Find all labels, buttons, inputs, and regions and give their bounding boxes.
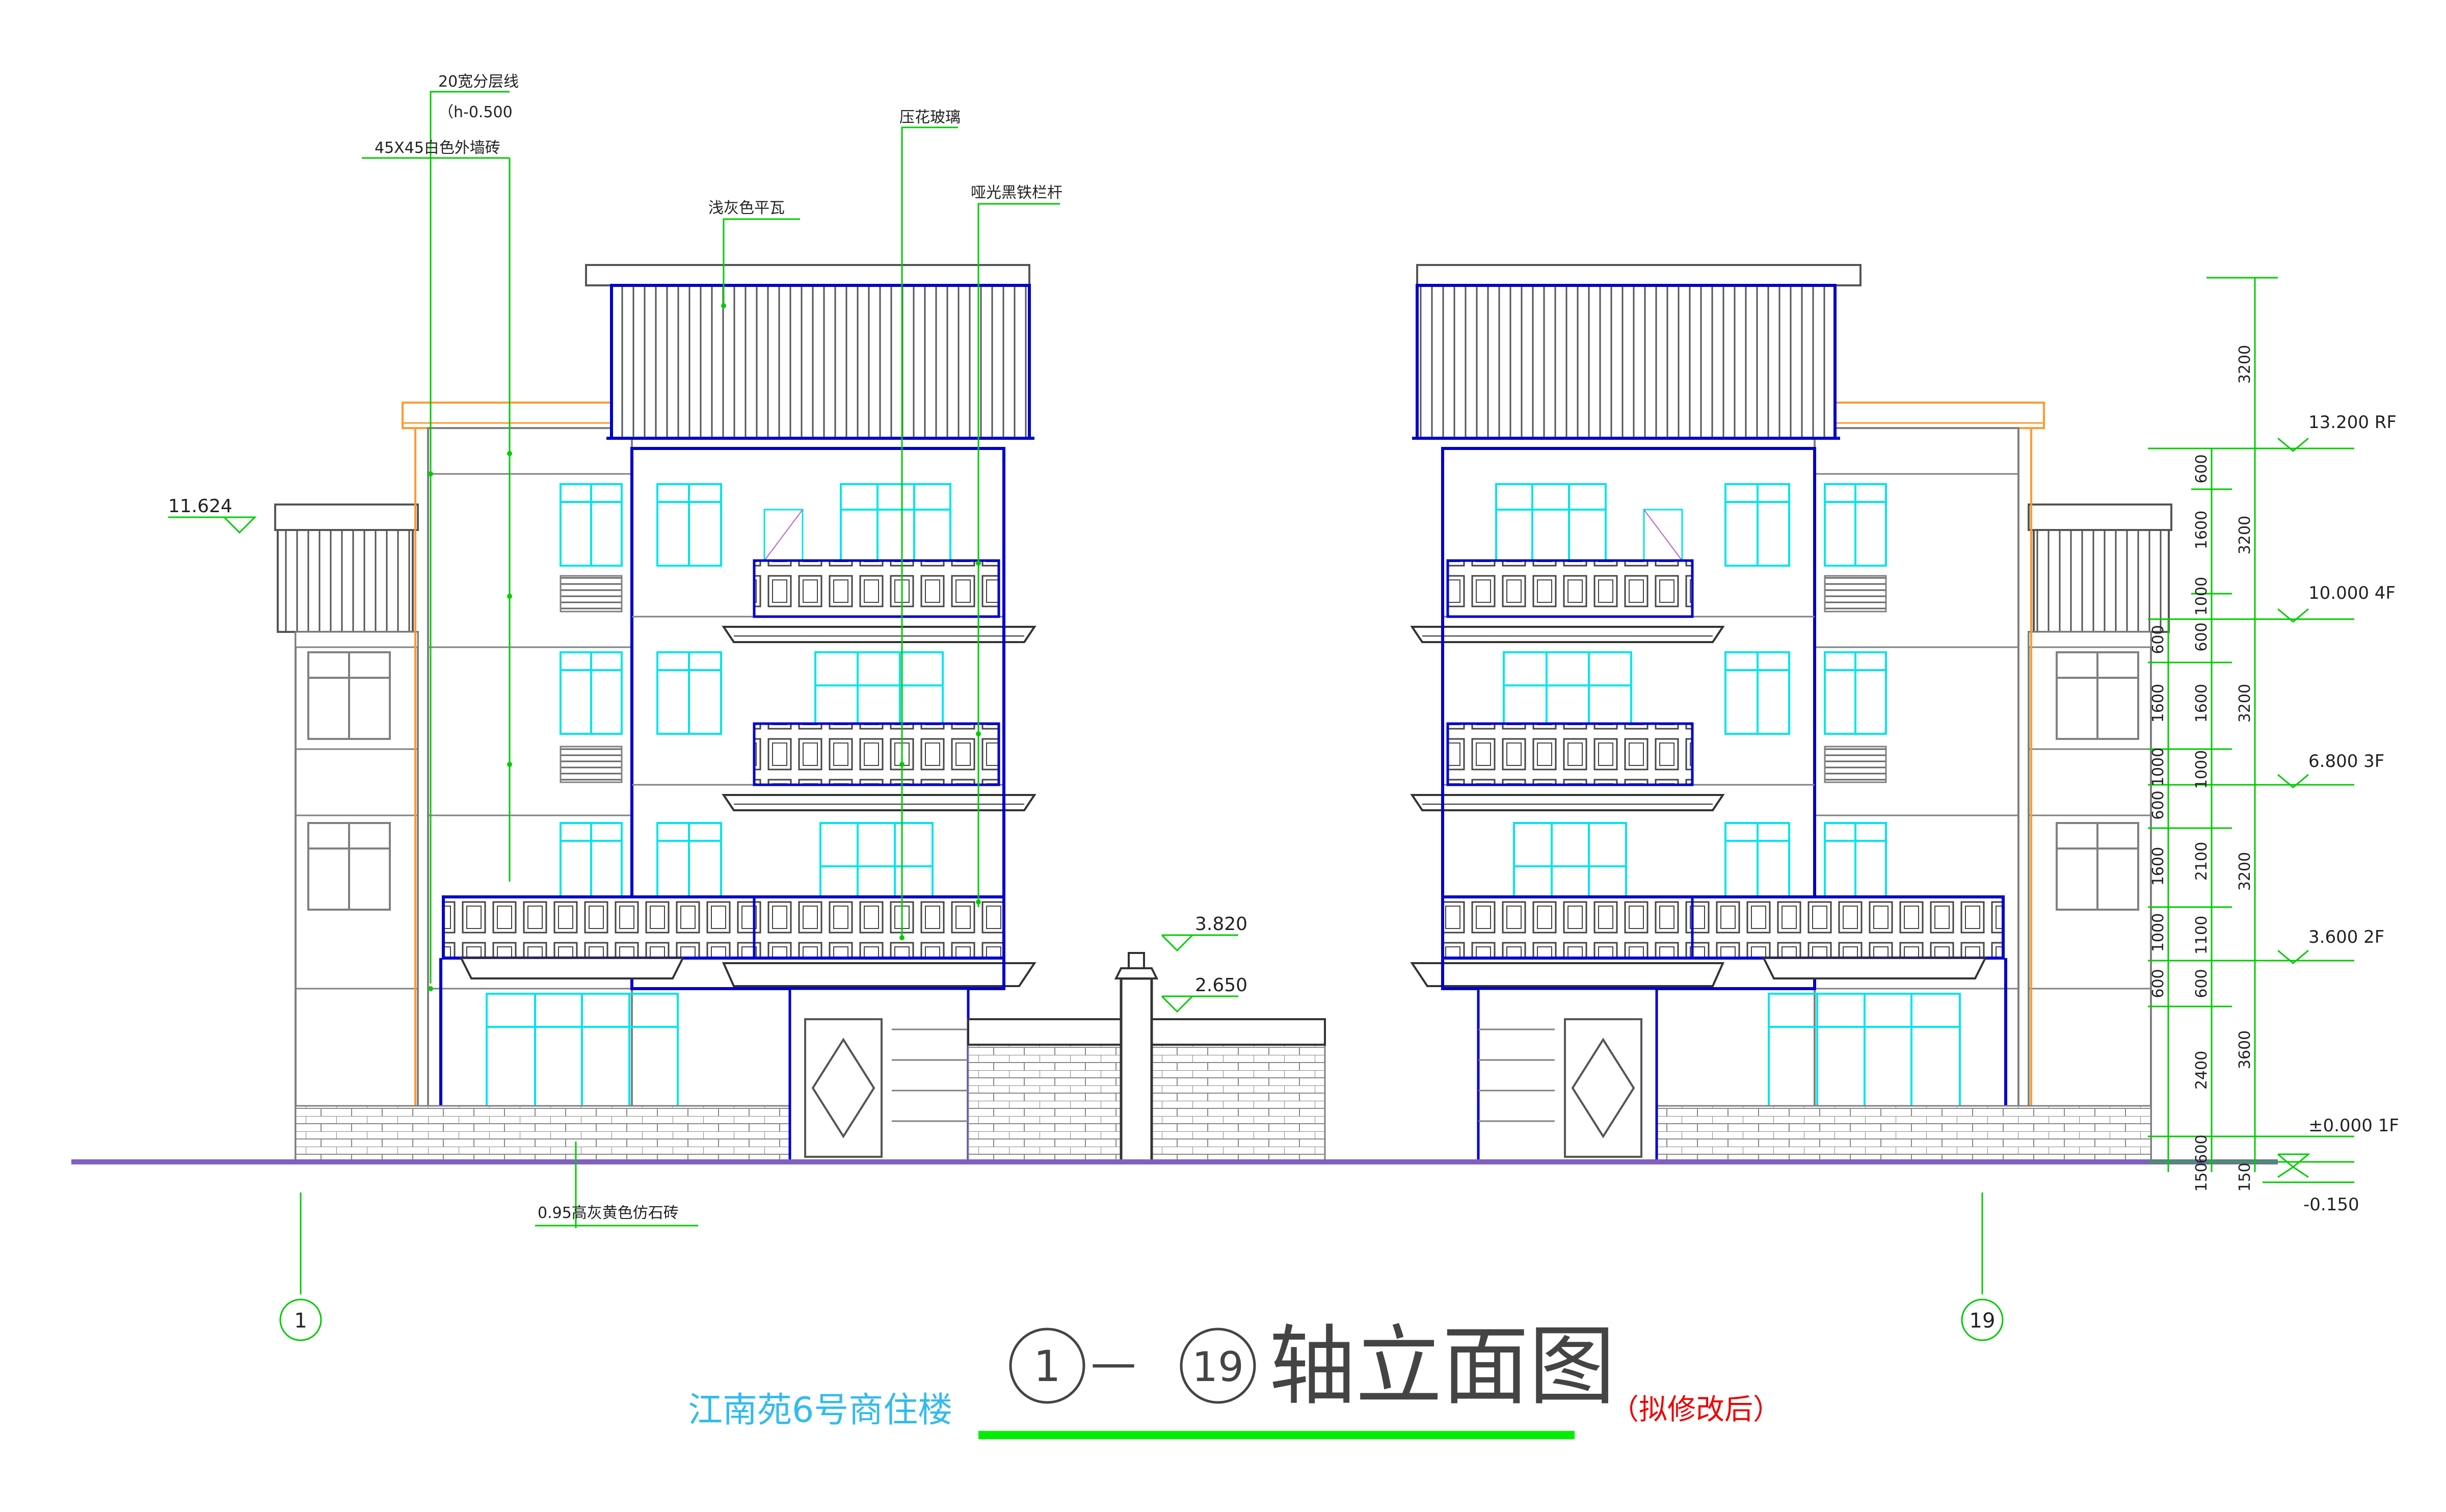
project-title: 江南苑6号商住楼 <box>688 1390 952 1430</box>
dimension-value: 3200 <box>2236 852 2254 891</box>
level-left-roof: 11.624 <box>168 496 232 517</box>
axis-right-label: 19 <box>1970 1309 1996 1333</box>
level-4f: 10.000 4F <box>2308 583 2396 603</box>
dimension-value: 600 <box>2193 969 2211 998</box>
level-gate-wall: 2.650 <box>1195 975 1247 996</box>
dimension-value: 600 <box>2149 625 2167 654</box>
dimension-value: 600 <box>2193 622 2211 651</box>
dimension-value: 1600 <box>2149 684 2167 723</box>
roof-tile-label: 浅灰色平瓦 <box>708 199 785 217</box>
title-note: （拟修改后） <box>1610 1393 1782 1426</box>
dimension-value: 1600 <box>2193 511 2211 549</box>
dimension-value: 150 <box>2193 1162 2211 1191</box>
level-1f: ±0.000 1F <box>2308 1116 2399 1136</box>
axis-left-label: 1 <box>294 1309 307 1333</box>
title-axis-dash: — <box>1091 1336 1136 1390</box>
title-underline <box>978 1431 1575 1439</box>
left-building-half <box>274 264 1036 1163</box>
dimension-value: 1000 <box>2149 913 2167 952</box>
right-building-half <box>1412 265 2171 1162</box>
base-stone-label: 0.95高灰黄色仿石砖 <box>538 1204 679 1222</box>
title-axis-to: 19 <box>1192 1343 1244 1391</box>
dimension-value: 3200 <box>2236 516 2254 554</box>
dimension-value: 3600 <box>2236 1030 2254 1069</box>
dimension-value: 600 <box>2193 1134 2211 1163</box>
dimension-value: 3200 <box>2236 684 2254 723</box>
drawing-name: 轴立面图 <box>1269 1316 1615 1417</box>
glass-label: 压花玻璃 <box>899 109 961 126</box>
dimension-value: 3200 <box>2236 345 2254 384</box>
dimension-column-middle: 600 1600 1000 600 1600 1000 2100 1100 600 2400 600… <box>2193 454 2211 1191</box>
dimension-value: 150 <box>2236 1162 2254 1191</box>
railing-label: 哑光黑铁栏杆 <box>971 184 1062 202</box>
dimension-value: 1600 <box>2193 684 2211 723</box>
level-rf: 13.200 RF <box>2308 412 2397 433</box>
wall-tile-label: 45X45白色外墙砖 <box>375 139 500 157</box>
floor-line-label: 20宽分层线 <box>438 73 519 91</box>
level-gate-top: 3.820 <box>1195 914 1247 935</box>
dimension-column-outer: 3200 3200 3200 3200 3600 150 <box>2236 345 2254 1192</box>
dimension-value: 2100 <box>2193 842 2211 881</box>
dimension-value: 1100 <box>2193 916 2211 954</box>
level-ground: -0.150 <box>2303 1195 2359 1215</box>
dimension-value: 600 <box>2149 790 2167 819</box>
dimension-value: 1000 <box>2193 577 2211 616</box>
dimension-value: 1000 <box>2193 750 2211 789</box>
level-3f: 6.800 3F <box>2308 751 2384 772</box>
dimension-value: 1000 <box>2149 748 2167 786</box>
dimension-value: 600 <box>2149 969 2167 998</box>
dimension-column-inner: 600 1600 1000 600 1600 1000 600 <box>2149 625 2167 998</box>
dimension-value: 2400 <box>2193 1051 2211 1090</box>
floor-line-offset-label: （h-0.500 <box>438 103 513 121</box>
courtyard-gate <box>967 952 1326 1163</box>
level-2f: 3.600 2F <box>2308 927 2384 947</box>
dimension-value: 600 <box>2193 454 2211 483</box>
title-axis-from: 1 <box>1033 1341 1060 1391</box>
dimension-value: 1600 <box>2149 847 2167 886</box>
